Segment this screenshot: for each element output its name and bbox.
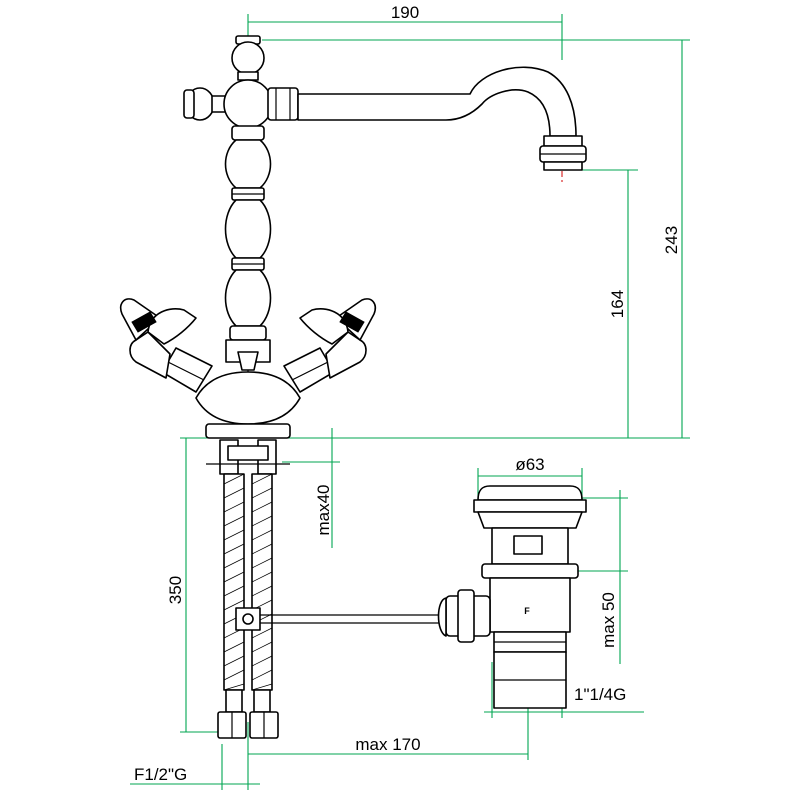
- popup-drain: [437, 485, 587, 709]
- flexible-pipes: [206, 439, 290, 739]
- popup-rod: [260, 614, 446, 624]
- spout-reach-label: 190: [391, 3, 419, 22]
- inlet-thread-label: F1/2"G: [134, 765, 187, 784]
- rod-max-label: max 170: [355, 735, 420, 754]
- faucet-body: [183, 35, 587, 439]
- left-handle: [119, 298, 213, 393]
- drain-marking: F: [524, 606, 530, 616]
- drain-thread-label: 1"1/4G: [574, 685, 626, 704]
- max-thickness-label: max40: [314, 484, 333, 535]
- drain-max-label: max 50: [599, 592, 618, 648]
- right-handle: [283, 298, 377, 393]
- pipe-length-label: 350: [166, 576, 185, 604]
- dimension-labels: 190 243 164 350 max40 ø63 max 50 1"1/4G …: [134, 3, 681, 784]
- total-height-label: 243: [662, 226, 681, 254]
- drain-diameter-label: ø63: [515, 455, 544, 474]
- spout-height-label: 164: [608, 290, 627, 318]
